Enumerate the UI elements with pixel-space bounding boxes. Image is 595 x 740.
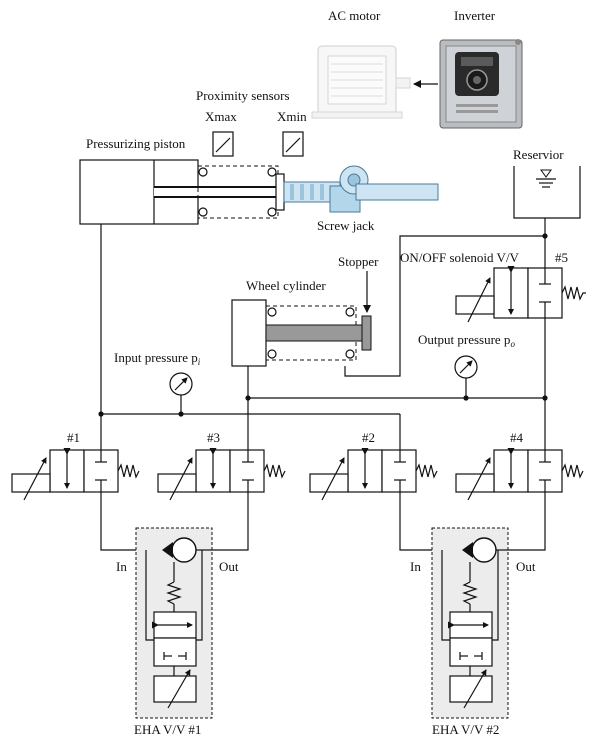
reservior-tank: [513, 166, 581, 219]
input-pressure-text: Input pressure p: [114, 350, 198, 365]
eha-2-out-label: Out: [516, 559, 536, 574]
pressurizing-piston: [79, 159, 285, 225]
input-pressure-gauge: [169, 372, 193, 414]
wheel-cylinder: [231, 299, 372, 367]
valve-3: [157, 448, 286, 501]
eha-1-in-label: In: [116, 559, 127, 574]
proximity-sensor-xmin: [282, 131, 304, 157]
wheel-cylinder-label: Wheel cylinder: [246, 278, 326, 293]
screw-jack: [283, 165, 439, 213]
valve-1-label: #1: [67, 430, 80, 445]
input-pressure-subscript: i: [198, 357, 201, 367]
eha-valve-2: [431, 527, 509, 719]
stopper-label: Stopper: [338, 254, 379, 269]
piping: [98, 218, 548, 551]
valve-4-label: #4: [510, 430, 524, 445]
output-pressure-label: Output pressure po: [418, 332, 515, 349]
eha-1-label: EHA V/V #1: [134, 722, 201, 737]
reservior-label: Reservior: [513, 147, 564, 162]
input-pressure-label: Input pressure pi: [114, 350, 201, 367]
valve-4: [455, 448, 584, 501]
xmin-label: Xmin: [277, 109, 307, 124]
output-pressure-subscript: o: [510, 339, 515, 349]
valve-1: [11, 448, 140, 501]
inverter-label: Inverter: [454, 8, 496, 23]
ac-motor-image: [311, 45, 411, 119]
eha-2-in-label: In: [410, 559, 421, 574]
inverter-image: [439, 39, 523, 129]
valve-5-label: #5: [555, 250, 568, 265]
eha-valve-1: [135, 527, 213, 719]
solenoid-vv-label: ON/OFF solenoid V/V: [400, 250, 520, 265]
valve-3-label: #3: [207, 430, 220, 445]
screw-jack-label: Screw jack: [317, 218, 375, 233]
eha-1-out-label: Out: [219, 559, 239, 574]
output-pressure-gauge: [454, 355, 478, 399]
ac-motor-label: AC motor: [328, 8, 381, 23]
proximity-sensors-label: Proximity sensors: [196, 88, 290, 103]
proximity-sensor-xmax: [212, 131, 234, 157]
eha-2-label: EHA V/V #2: [432, 722, 499, 737]
valve-2: [309, 448, 438, 501]
xmax-label: Xmax: [205, 109, 237, 124]
pressurizing-piston-label: Pressurizing piston: [86, 136, 186, 151]
valve-2-label: #2: [362, 430, 375, 445]
solenoid-valve-5: [455, 266, 586, 323]
output-pressure-text: Output pressure p: [418, 332, 510, 347]
